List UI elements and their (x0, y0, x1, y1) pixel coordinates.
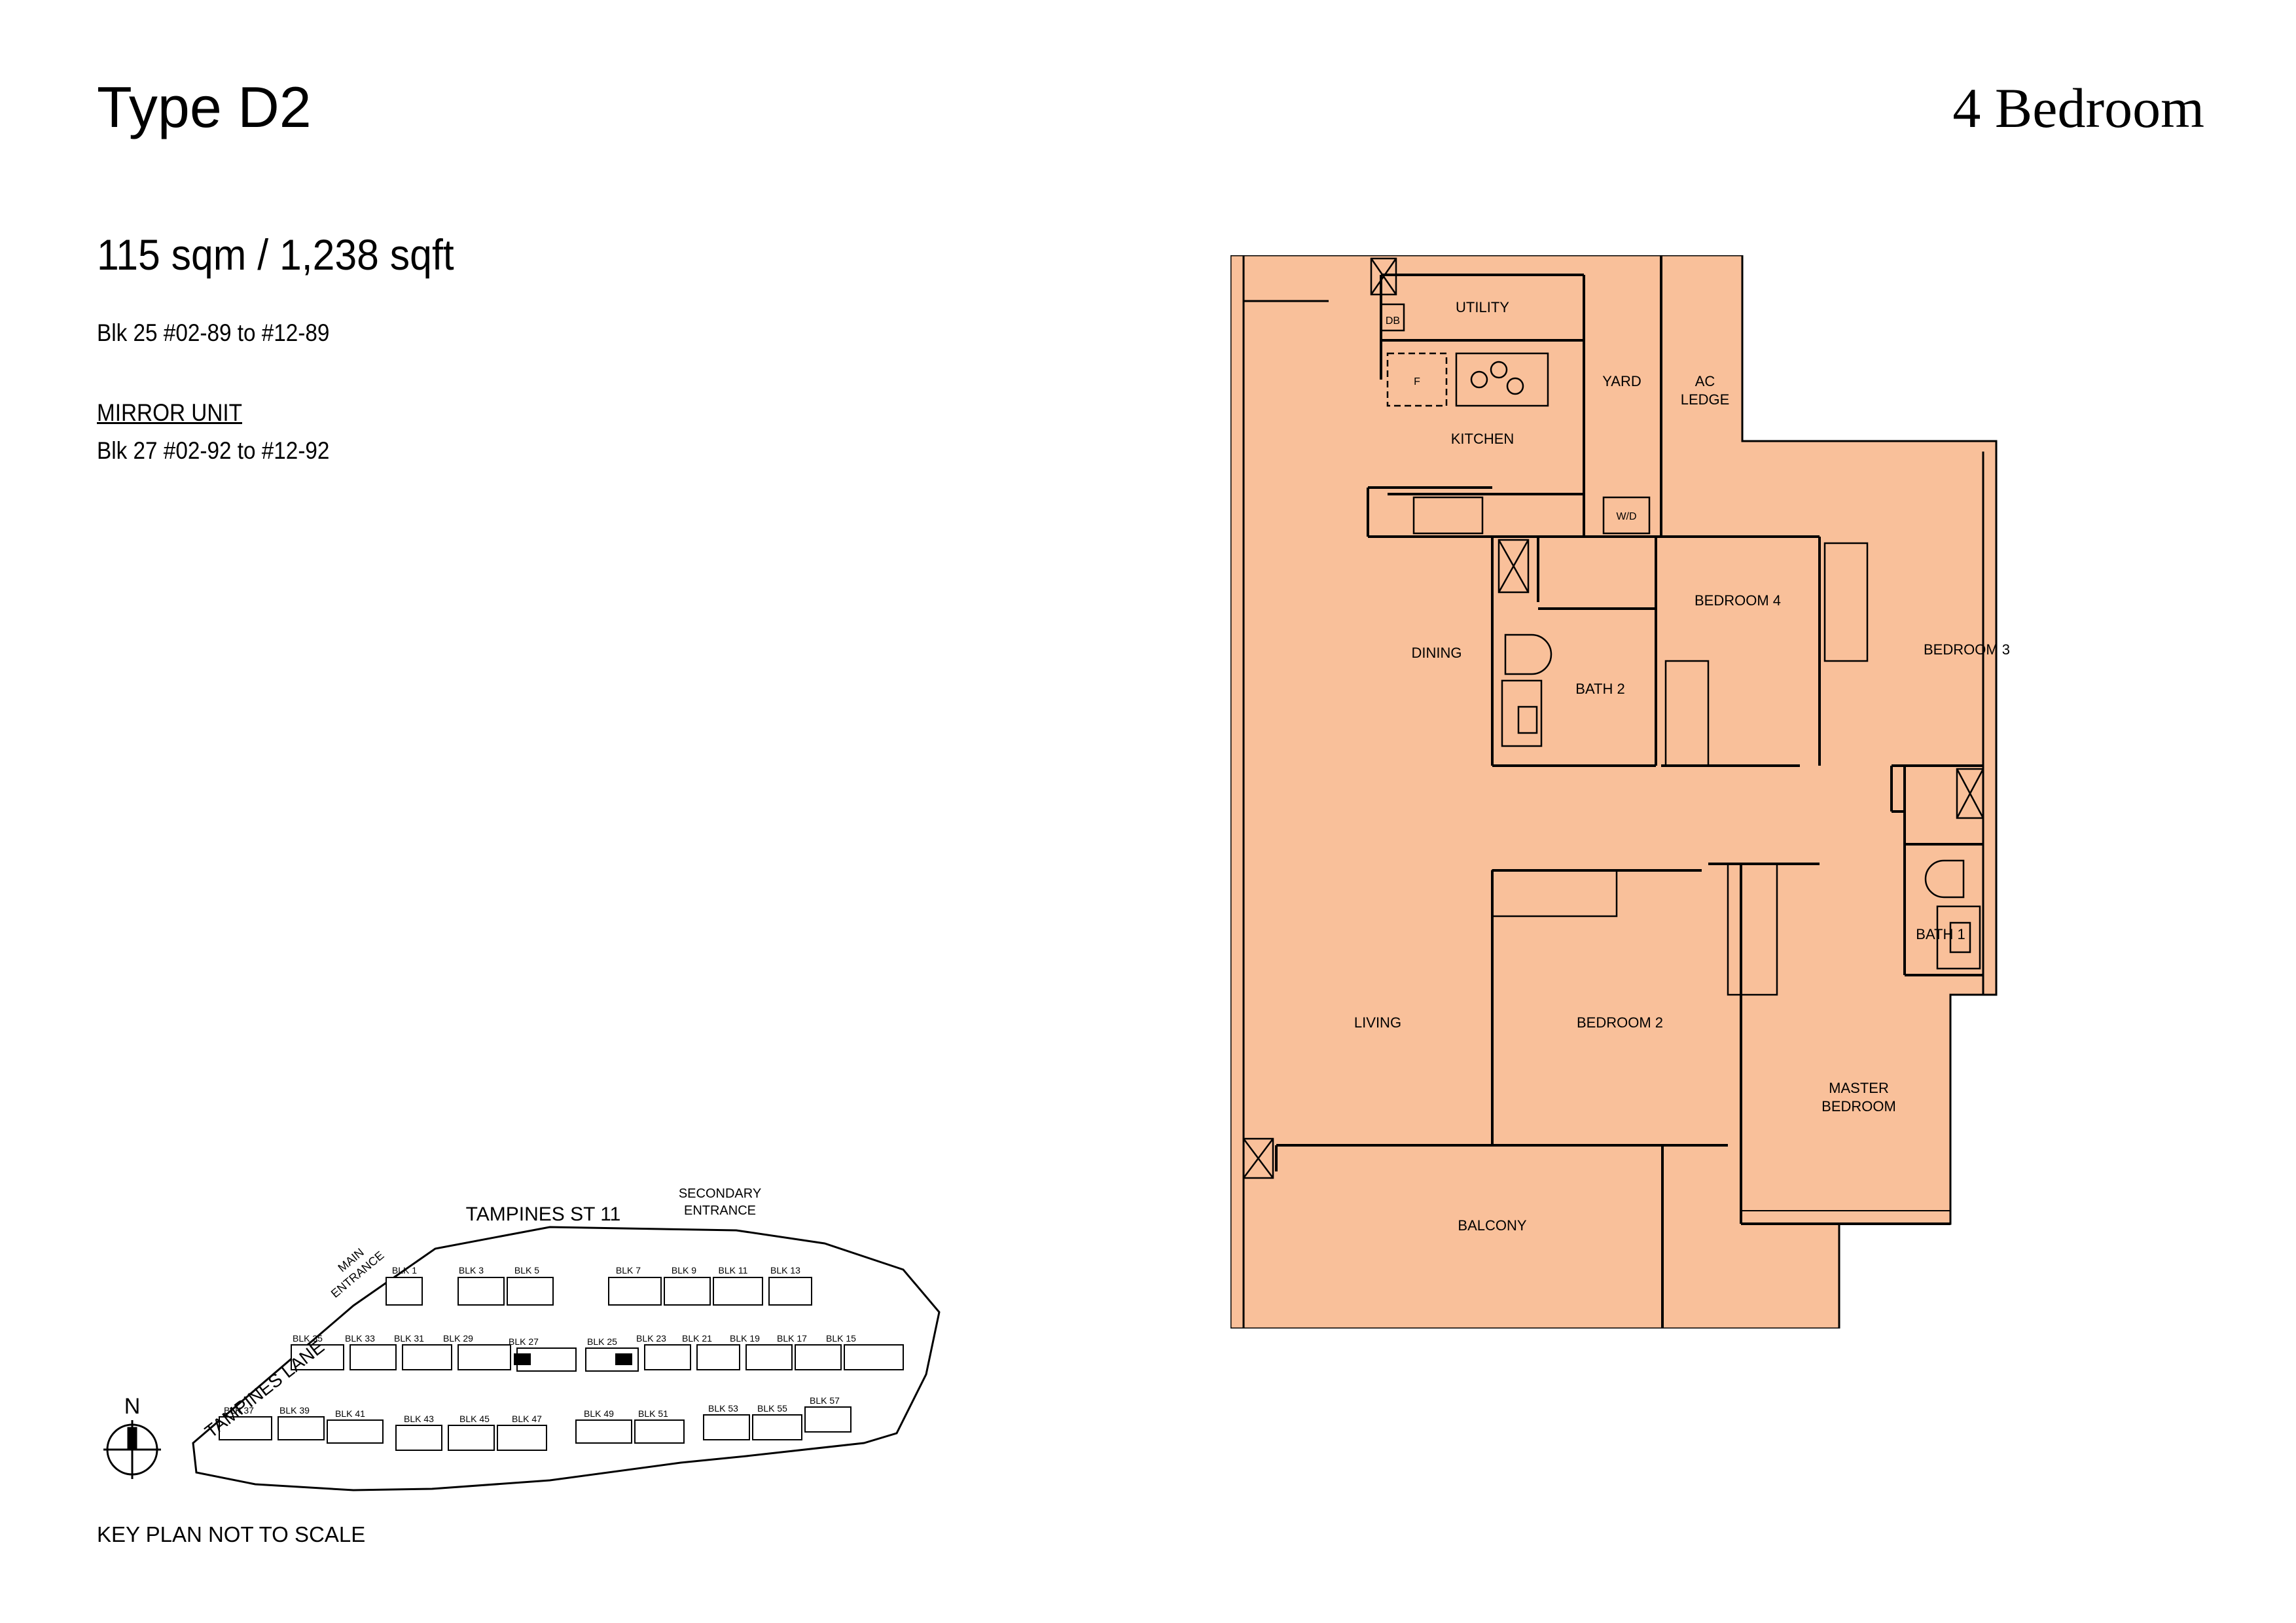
room-label-master-1: MASTER (1829, 1080, 1889, 1096)
block-label: BLK 23 (636, 1333, 666, 1344)
highlighted-units (514, 1353, 632, 1365)
room-label-living: LIVING (1354, 1014, 1401, 1031)
mirror-unit-numbers: Blk 27 #02-92 to #12-92 (97, 437, 330, 464)
unit-numbers: Blk 25 #02-89 to #12-89 (97, 319, 330, 346)
block-label: BLK 7 (616, 1265, 641, 1275)
label-db: DB (1386, 315, 1400, 327)
key-plan-note: KEY PLAN NOT TO SCALE (97, 1522, 366, 1546)
block-label: BLK 1 (392, 1265, 417, 1275)
secondary-entrance-label-2: ENTRANCE (684, 1204, 756, 1218)
block-label: BLK 9 (672, 1265, 696, 1275)
room-label-yard: YARD (1602, 373, 1641, 389)
block-label: BLK 33 (345, 1333, 375, 1344)
block-label: BLK 11 (719, 1265, 748, 1275)
block-label: BLK 45 (459, 1414, 490, 1424)
block-label: BLK 15 (826, 1333, 856, 1344)
room-label-balcony: BALCONY (1458, 1217, 1526, 1234)
block-label: BLK 29 (443, 1333, 473, 1344)
block-label: BLK 3 (459, 1265, 484, 1275)
room-label-utility: UTILITY (1456, 299, 1509, 315)
room-label-bath2: BATH 2 (1575, 681, 1624, 697)
block-label: BLK 17 (777, 1333, 807, 1344)
block-label: BLK 47 (512, 1414, 542, 1424)
room-label-bedroom3: BEDROOM 3 (1924, 641, 2010, 658)
room-label-master-2: BEDROOM (1821, 1098, 1896, 1115)
block-label: BLK 51 (638, 1408, 668, 1419)
room-label-ac-ledge-2: LEDGE (1681, 391, 1730, 408)
block-label: BLK 19 (730, 1333, 760, 1344)
block-label: BLK 55 (757, 1403, 787, 1414)
block-label: BLK 43 (404, 1414, 434, 1424)
room-label-bath1: BATH 1 (1916, 926, 1965, 942)
unit-area: 115 sqm / 1,238 sqft (97, 230, 454, 279)
north-label: N (124, 1394, 141, 1419)
block-label: BLK 53 (708, 1403, 738, 1414)
fixtures (1242, 257, 1984, 1179)
block-label: BLK 27 (509, 1336, 539, 1347)
block-label: BLK 49 (584, 1408, 614, 1419)
interior-walls (1242, 255, 1984, 1329)
room-label-dining: DINING (1412, 645, 1462, 661)
block-label: BLK 5 (514, 1265, 539, 1275)
block-label: BLK 41 (335, 1408, 365, 1419)
block-label: BLK 31 (394, 1333, 424, 1344)
room-label-ac-ledge-1: AC (1695, 373, 1715, 389)
label-fridge: F (1414, 376, 1420, 387)
room-label-bedroom2: BEDROOM 2 (1577, 1014, 1663, 1031)
block-clusters (219, 1277, 904, 1451)
north-compass (103, 1420, 161, 1479)
block-label: BLK 35 (293, 1333, 323, 1344)
block-label: BLK 21 (682, 1333, 712, 1344)
road-label-top: TAMPINES ST 11 (466, 1204, 621, 1225)
label-washer-dryer: W/D (1616, 511, 1636, 522)
floor-plan: UTILITY DB YARD AC LEDGE F KITCHEN W/D D… (1230, 255, 2010, 1329)
bedroom-count-heading: 4 Bedroom (1952, 77, 2204, 139)
block-label: BLK 57 (810, 1395, 840, 1406)
block-label: BLK 13 (770, 1265, 800, 1275)
mirror-unit-label: MIRROR UNIT (97, 399, 242, 426)
block-label: BLK 37 (224, 1405, 254, 1416)
floor-plan-body (1230, 255, 1998, 1329)
unit-type-title: Type D2 (97, 75, 312, 139)
block-label: BLK 25 (587, 1336, 617, 1347)
room-label-kitchen: KITCHEN (1451, 431, 1515, 447)
room-label-bedroom4: BEDROOM 4 (1695, 592, 1781, 609)
secondary-entrance-label-1: SECONDARY (679, 1186, 761, 1201)
key-plan: N TAMPINES ST 11 (103, 1186, 941, 1491)
block-label: BLK 39 (279, 1405, 310, 1416)
